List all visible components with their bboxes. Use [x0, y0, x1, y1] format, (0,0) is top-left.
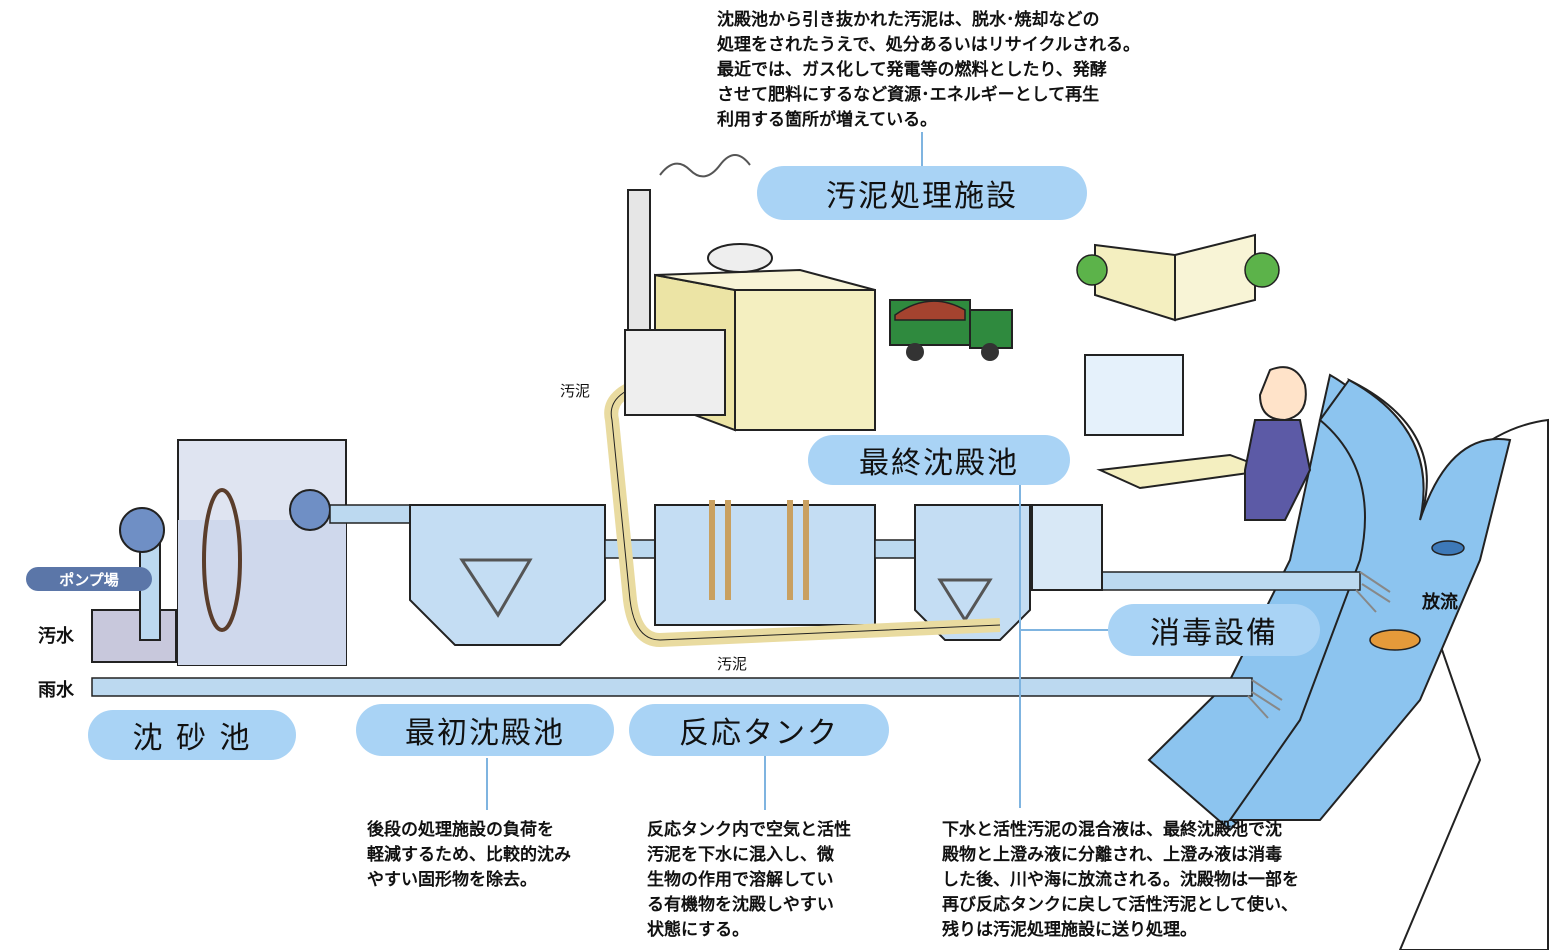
final-scraper — [937, 578, 993, 623]
final-tank — [914, 504, 1031, 641]
pump-valve-left — [119, 507, 165, 553]
smoke — [659, 154, 751, 178]
label-discharge: 放流 — [1422, 592, 1458, 613]
label-rainwater: 雨水 — [38, 680, 74, 701]
label-sludge-facility: 汚泥処理施設 — [757, 166, 1087, 220]
fish-blue — [1431, 540, 1465, 556]
pump-pit — [91, 609, 177, 663]
truck-wheel-front — [981, 343, 999, 361]
tree-right — [1244, 252, 1280, 288]
reaction-tank — [654, 504, 876, 626]
label-disinfection: 消毒設備 — [1108, 604, 1320, 656]
primary-scraper — [459, 558, 533, 618]
lab-window — [1084, 354, 1184, 436]
label-grit-chamber: 沈 砂 池 — [88, 710, 296, 760]
sludge-building — [734, 289, 876, 431]
truck-cab — [969, 309, 1013, 349]
effluent-pipe — [1099, 571, 1361, 591]
river-water — [1228, 378, 1512, 821]
truck-load — [894, 300, 966, 321]
label-sewage: 汚水 — [38, 626, 74, 647]
desc-final: 下水と活性汚泥の混合液は、最終沈殿池で沈 殿物と上澄み液に分離され、上澄み液は消… — [942, 820, 1299, 940]
rooftop-tank — [707, 243, 773, 273]
label-sludge-upper: 汚泥 — [560, 382, 591, 400]
label-final-sedimentation: 最終沈殿池 — [808, 435, 1070, 485]
tree-left — [1076, 254, 1108, 286]
researcher-body — [1244, 419, 1312, 521]
label-sludge-lower: 汚泥 — [717, 655, 748, 673]
desc-primary: 後段の処理施設の負荷を 軽減するため、比較的沈み やすい固形物を除去。 — [367, 820, 571, 890]
truck-wheel-rear — [906, 343, 924, 361]
pipe-grit-to-primary — [329, 504, 411, 524]
digester-tanks — [624, 329, 726, 416]
disinfection-tank — [1031, 504, 1103, 591]
office-building — [1094, 243, 1176, 322]
pump-station-tag: ポンプ場 — [26, 567, 152, 591]
office-building-front — [1174, 233, 1256, 322]
aerator-pipes — [709, 500, 809, 600]
label-reaction-tank: 反応タンク — [629, 704, 889, 756]
outfall-spray-lower — [1247, 679, 1283, 719]
outfall-spray-upper — [1355, 571, 1391, 613]
pump-valve-right — [289, 489, 331, 531]
rainwater-pipe — [91, 677, 1253, 697]
label-primary-sedimentation: 最初沈殿池 — [356, 704, 614, 756]
desc-reaction: 反応タンク内で空気と活性 汚泥を下水に混入し、微 生物の作用で溶解してい る有機… — [647, 820, 851, 940]
researcher — [1258, 366, 1307, 422]
grit-chamber-conveyor — [202, 488, 242, 632]
fish-orange — [1369, 629, 1421, 651]
pipe-reaction-to-final — [874, 539, 916, 559]
top-note: 沈殿池から引き抜かれた汚泥は、脱水･焼却などの 処理をされたうえで、処分あるいは… — [717, 10, 1140, 130]
primary-tank — [409, 504, 606, 646]
